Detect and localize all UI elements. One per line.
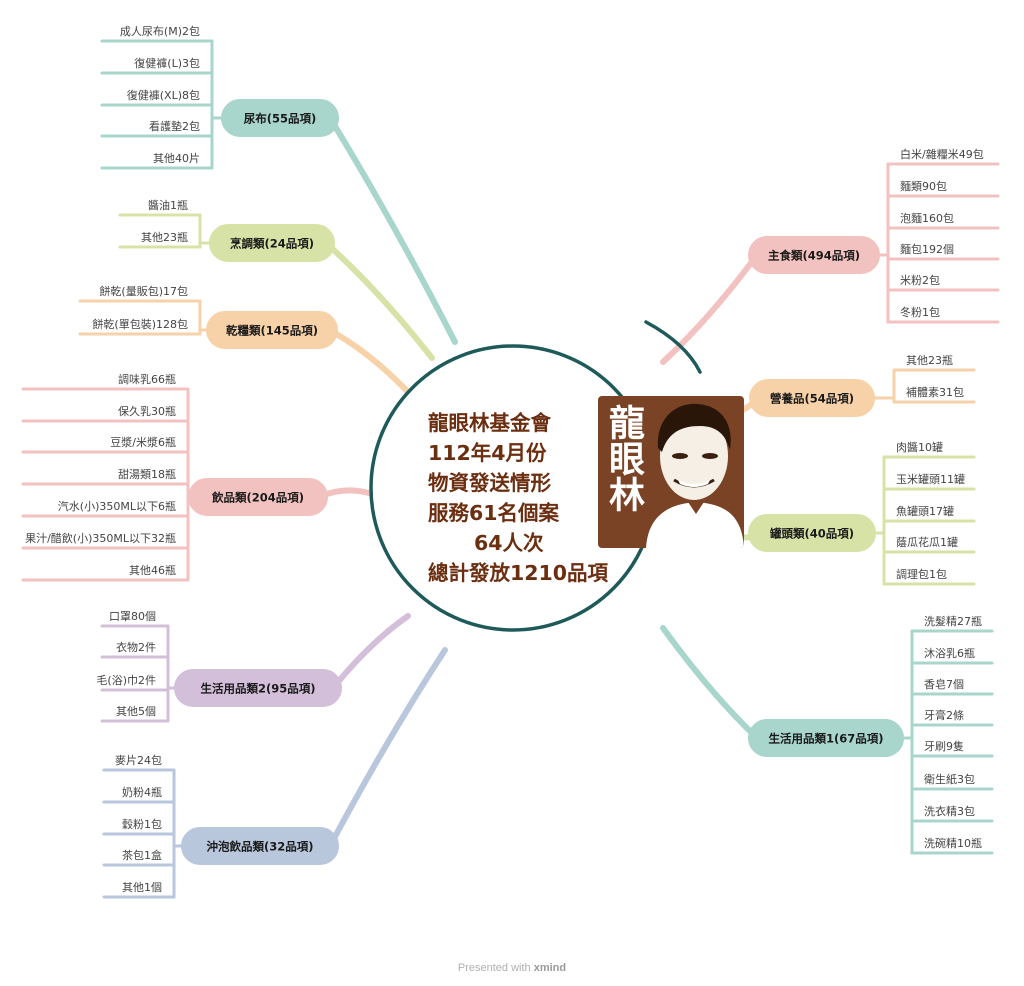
branch-node[interactable] [188, 478, 328, 516]
sub-item-label[interactable]: 其他23瓶 [141, 230, 188, 244]
branch-node[interactable] [221, 99, 339, 137]
branch-label: 生活用品類1(67品項) [768, 732, 883, 746]
sub-item-label[interactable]: 牙刷9隻 [924, 739, 964, 753]
sub-item-label[interactable]: 調味乳66瓶 [118, 372, 176, 386]
sub-item-label[interactable]: 醬油1瓶 [148, 198, 188, 212]
sub-item-label[interactable]: 衣物2件 [116, 640, 156, 654]
sub-item-label[interactable]: 白米/雜糧米49包 [900, 147, 984, 161]
central-line: 物資發送情形 [428, 471, 551, 495]
sub-item-label[interactable]: 補體素31包 [906, 386, 964, 399]
branch-node[interactable] [748, 719, 904, 757]
branch-connector [330, 613, 411, 691]
sub-item-label[interactable]: 成人尿布(M)2包 [120, 25, 200, 38]
sub-item-label[interactable]: 汽水(小)350ML以下6瓶 [58, 499, 176, 513]
sub-item-label[interactable]: 冬粉1包 [900, 305, 940, 319]
sub-item-label[interactable]: 蔭瓜花瓜1罐 [896, 536, 958, 549]
central-line: 龍眼林基金會 [428, 411, 551, 435]
sub-item-label[interactable]: 看護墊2包 [149, 119, 200, 133]
branch-connector [327, 115, 458, 345]
sub-item-label[interactable]: 奶粉4瓶 [122, 785, 162, 799]
sub-item-label[interactable]: 甜湯類18瓶 [118, 467, 176, 481]
branch-label: 主食類(494品項) [768, 249, 860, 263]
sub-item-label[interactable]: 餅乾(量販包)17包 [99, 284, 188, 298]
sub-item-label[interactable]: 口罩80個 [109, 610, 156, 623]
portrait-icon [646, 403, 744, 548]
sub-item-label[interactable]: 洗髮精27瓶 [924, 614, 982, 628]
footer-attribution: Presented with xmind [0, 962, 1024, 974]
sub-item-label[interactable]: 米粉2包 [900, 274, 940, 287]
sub-item-label[interactable]: 牙膏2條 [924, 708, 964, 722]
branch-connector [660, 625, 760, 741]
sub-item-label[interactable]: 其他46瓶 [129, 563, 176, 577]
sub-item-label[interactable]: 泡麵160包 [900, 211, 954, 225]
sub-item-label[interactable]: 復健褲(L)3包 [134, 56, 200, 70]
sub-item-label[interactable]: 麵包192個 [900, 243, 954, 256]
sub-item-label[interactable]: 果汁/醋飲(小)350ML以下32瓶 [25, 531, 176, 545]
branch-node[interactable] [748, 514, 876, 552]
sub-item-label[interactable]: 調理包1包 [896, 567, 947, 581]
branch-label: 生活用品類2(95品項) [200, 682, 315, 696]
sub-item-label[interactable]: 穀粉1包 [122, 818, 162, 831]
central-line: 112年4月份 [428, 441, 547, 465]
sub-item-label[interactable]: 麥片24包 [115, 754, 162, 767]
sub-item-label[interactable]: 衛生紙3包 [924, 772, 975, 786]
branch-connector [326, 327, 411, 395]
central-line: 服務61名個案 [428, 501, 560, 525]
branch-label: 罐頭類(40品項) [769, 527, 854, 541]
sub-item-label[interactable]: 復健褲(XL)8包 [127, 88, 200, 102]
central-line: 總計發放1210品項 [428, 561, 609, 585]
sub-item-label[interactable]: 洗碗精10瓶 [924, 836, 982, 850]
sub-item-label[interactable]: 香皂7個 [924, 677, 964, 691]
branch-label: 飲品類(204品項) [211, 491, 304, 505]
branch-node[interactable] [206, 311, 338, 349]
sub-item-label[interactable]: 其他23瓶 [906, 353, 953, 367]
sub-item-label[interactable]: 其他5個 [116, 705, 156, 718]
central-line: 64人次 [474, 531, 544, 555]
footer-prefix: Presented with [457, 962, 531, 974]
branch-node[interactable] [748, 236, 880, 274]
branch-label: 尿布(55品項) [244, 112, 317, 126]
branch-node[interactable] [209, 224, 335, 262]
branch-node[interactable] [174, 669, 342, 707]
sub-item-label[interactable]: 沐浴乳6瓶 [924, 646, 975, 660]
sub-item-label[interactable]: 保久乳30瓶 [118, 404, 176, 418]
sub-item-label[interactable]: 肉醬10罐 [896, 440, 943, 454]
branch-label: 營養品(54品項) [770, 392, 854, 406]
sub-item-label[interactable]: 毛(浴)巾2件 [96, 673, 156, 687]
sub-item-label[interactable]: 餅乾(單包裝)128包 [92, 317, 188, 331]
sub-item-label[interactable]: 玉米罐頭11罐 [896, 473, 965, 486]
footer-brand: xmind [533, 962, 567, 974]
sub-item-label[interactable]: 其他40片 [153, 152, 200, 165]
central-circle-flourish [644, 320, 702, 374]
sub-item-label[interactable]: 其他1個 [122, 881, 162, 894]
branch-node[interactable] [749, 379, 875, 417]
branch-label: 沖泡飲品類(32品項) [206, 840, 313, 854]
sub-item-label[interactable]: 魚罐頭17罐 [896, 505, 954, 518]
branch-connector [323, 240, 435, 361]
sub-item-label[interactable]: 茶包1盒 [122, 848, 162, 862]
branch-label: 烹調類(24品項) [230, 237, 314, 251]
branch-label: 乾糧類(145品項) [226, 324, 318, 338]
sub-item-label[interactable]: 洗衣精3包 [924, 804, 975, 818]
branch-node[interactable] [181, 827, 339, 865]
foundation-logo: 龍眼林 [598, 396, 744, 548]
branch-connector [660, 252, 760, 365]
branch-connector [327, 647, 448, 849]
central-topic-text[interactable]: 龍眼林基金會 112年4月份 物資發送情形 服務61名個案 64人次 總計發放1… [428, 408, 638, 588]
logo-text: 龍眼林 [603, 404, 645, 512]
sub-item-label[interactable]: 麵類90包 [900, 180, 947, 193]
sub-item-label[interactable]: 豆漿/米漿6瓶 [110, 435, 176, 449]
